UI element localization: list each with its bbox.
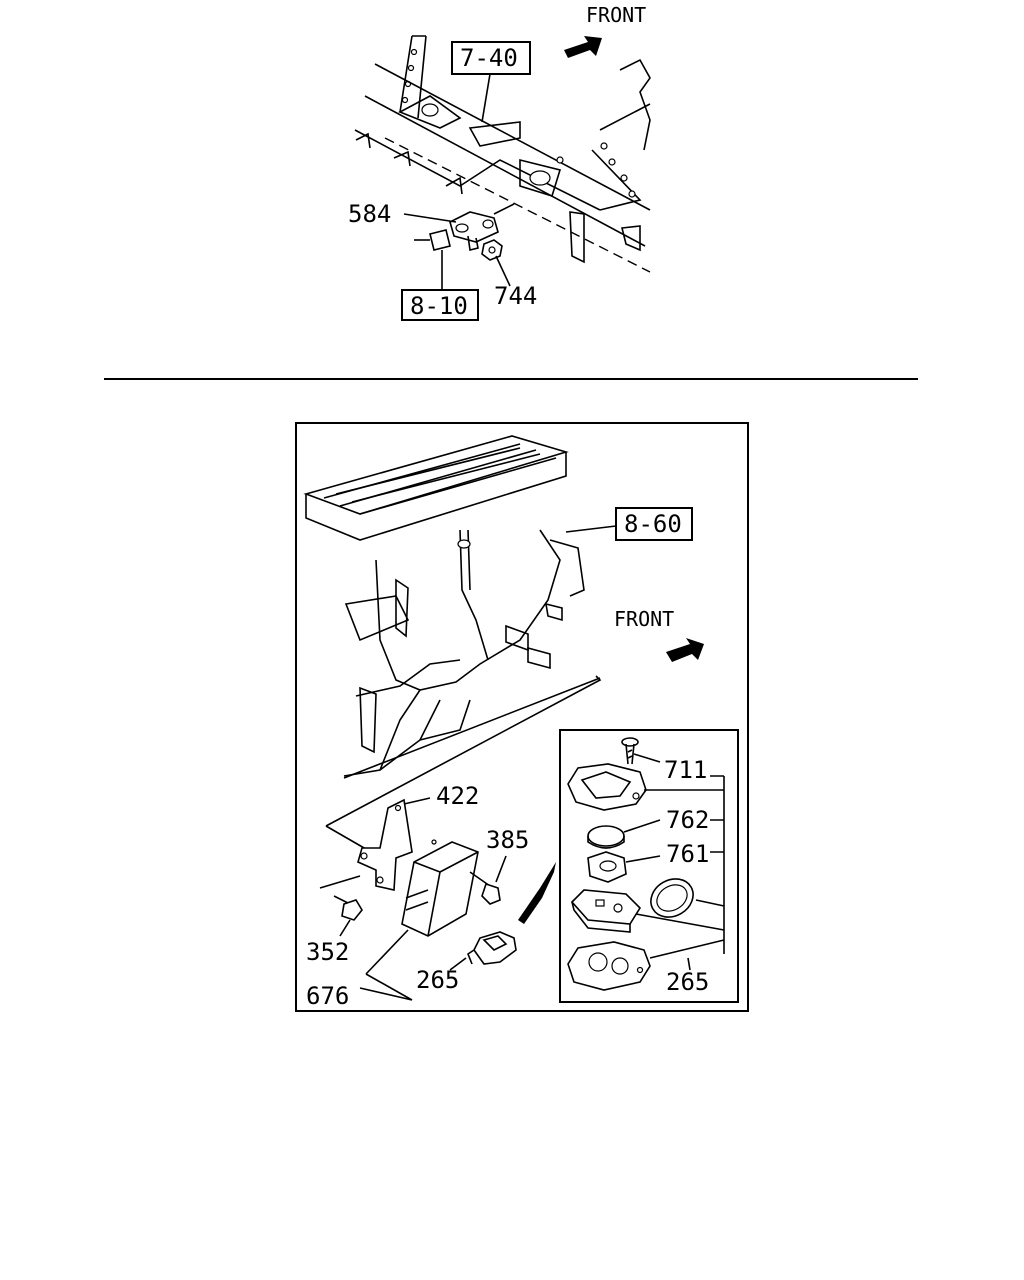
inset-circuit-board [570,889,642,933]
inset-battery-762: 762 [587,806,709,849]
inset-top-cover [567,763,647,811]
heater-ref-callout: 8-60 [565,507,693,541]
part-label-265-inset: 265 [666,968,709,996]
bracket-422: 422 [357,782,479,891]
heater-ref-label: 8-60 [624,510,682,538]
part-label-762: 762 [666,806,709,834]
frame-ref-label: 7-40 [460,44,518,72]
part-label-385: 385 [486,826,529,854]
front-arrow-bottom-icon [666,638,704,662]
bottom-frame [295,422,749,1012]
transmitter-inset: 711 762 761 [559,729,739,1003]
inset-screw-711: 711 [621,737,707,784]
detail-swoosh-icon [518,862,556,924]
part-label-761: 761 [666,840,709,868]
part-label-744: 744 [494,282,537,310]
part-label-584: 584 [348,200,391,228]
bolt-385: 385 [469,826,529,905]
cross-member [354,63,651,273]
part-label-676: 676 [306,982,349,1010]
bottom-keyless-view: 8-60 FRONT 422 [295,422,749,1012]
harness-ref-label: 8-10 [410,292,468,320]
heater-unit [303,435,601,779]
inset-gasket [650,878,694,918]
part-label-265-main: 265 [416,966,459,994]
nut-744: 744 [481,239,537,310]
part-label-711: 711 [664,756,707,784]
inset-bottom-case [567,941,651,991]
right-frame-member [556,58,651,211]
inset-frame [559,729,739,1003]
front-label-bottom: FRONT [614,607,674,631]
part-label-422: 422 [436,782,479,810]
front-label-top: FRONT [586,3,646,27]
screw-352: 352 [306,895,363,966]
harness-ref-callout: 8-10 [401,289,479,321]
inset-holder-761: 761 [587,840,709,883]
control-unit-676 [401,839,479,937]
harness-connector [414,229,451,290]
bracket-584: 584 [348,200,515,251]
front-arrow-top-icon [564,36,602,58]
transmitter-265: 265 [416,931,517,994]
frame-ref-callout: 7-40 [451,41,531,123]
part-label-352: 352 [306,938,349,966]
top-chassis-view: FRONT [348,3,651,321]
